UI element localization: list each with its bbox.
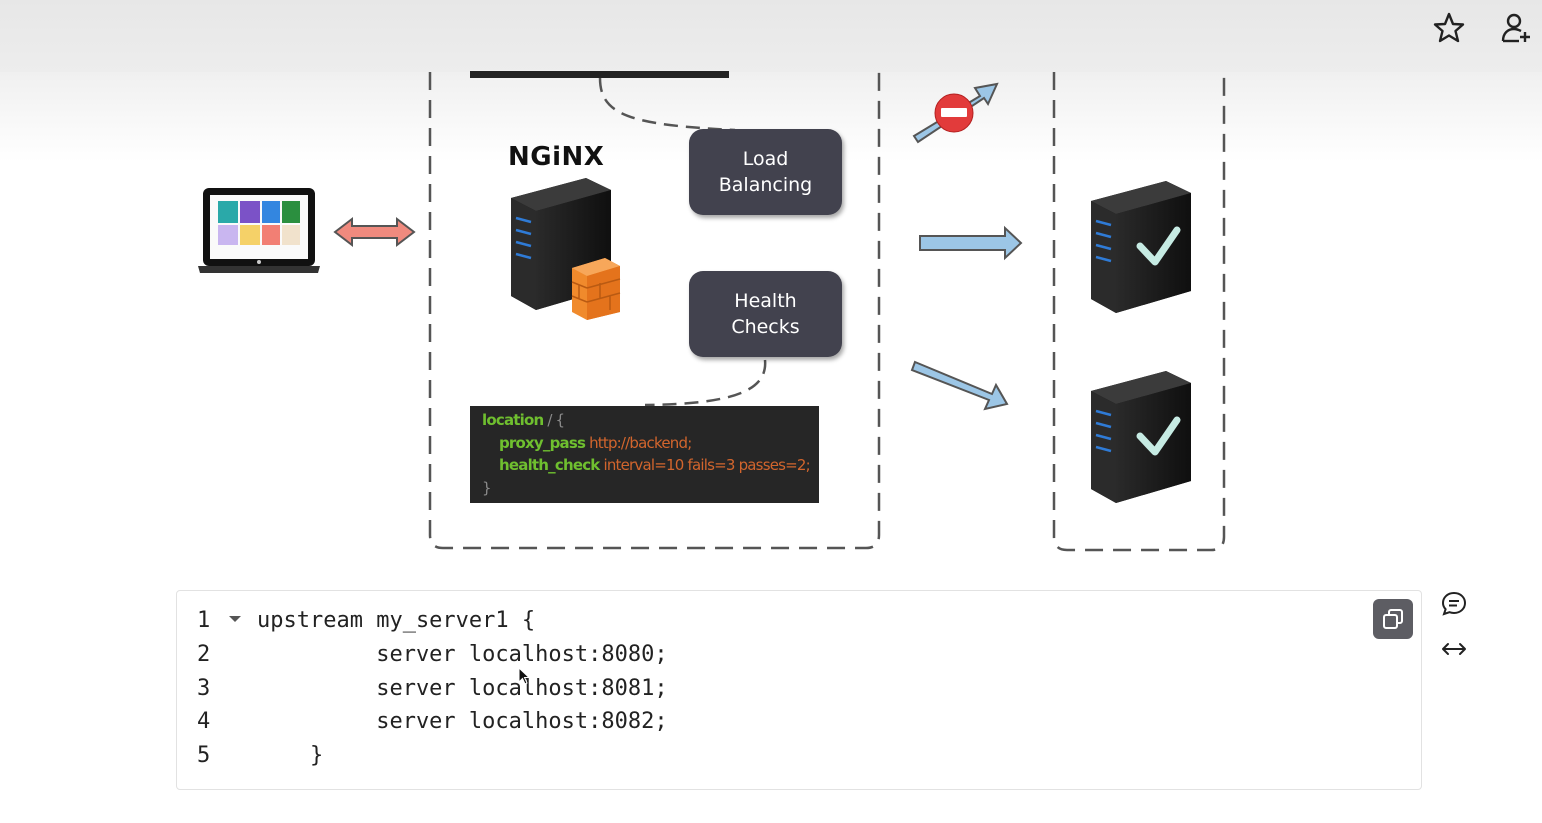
health-checks-box: Health Checks [689, 271, 842, 357]
line-number: 3 [197, 676, 211, 701]
backend-server-1-icon [1089, 72, 1193, 124]
nginx-logo: NGiNX [508, 142, 605, 172]
config-line: proxy_pass http://backend; [499, 433, 692, 452]
line-number: 4 [197, 709, 211, 734]
diagram-shapes [198, 71, 1226, 552]
mouse-cursor-icon [518, 667, 531, 685]
arrow-to-server-2 [919, 225, 1023, 261]
config-line: health_check interval=10 fails=3 passes=… [499, 456, 811, 474]
line-number: 2 [197, 642, 211, 667]
expand-horizontal-icon[interactable] [1440, 637, 1468, 661]
code-block[interactable]: 1 upstream my_server1 { 2 server localho… [176, 590, 1422, 790]
load-balancing-label: Load Balancing [718, 148, 813, 196]
firewall-icon [571, 258, 621, 320]
blocked-arrow [912, 82, 999, 144]
arrow-to-server-3 [910, 360, 1009, 411]
fold-chevron-icon[interactable] [229, 616, 241, 622]
config-snippet: location / { proxy_pass http://backend; … [470, 406, 819, 503]
laptop-icon [198, 188, 320, 273]
star-outline-icon[interactable] [1431, 10, 1467, 46]
line-number: 1 [197, 608, 211, 633]
backend-server-3-icon [1089, 369, 1193, 505]
code-text: server localhost:8081; [257, 676, 668, 701]
copy-icon [1383, 609, 1403, 629]
health-checks-label: Health Checks [731, 290, 800, 338]
backend-server-2-icon [1089, 179, 1193, 315]
code-text: server localhost:8080; [257, 642, 668, 667]
code-text: } [257, 743, 324, 768]
comment-icon[interactable] [1440, 590, 1468, 618]
code-text: server localhost:8082; [257, 709, 668, 734]
line-number: 5 [197, 743, 211, 768]
person-add-icon[interactable] [1498, 10, 1534, 46]
top-bar-element [470, 71, 729, 78]
servers-container [1052, 72, 1226, 552]
load-balancing-box: Load Balancing [689, 129, 842, 215]
bidirectional-arrow [333, 216, 416, 248]
copy-button[interactable] [1373, 599, 1413, 639]
config-line: location / { [482, 411, 565, 429]
config-line: } [482, 478, 492, 497]
code-text: upstream my_server1 { [257, 608, 536, 633]
nginx-diagram: NGiNX Load Balancing Health Checks locat… [198, 71, 1226, 552]
